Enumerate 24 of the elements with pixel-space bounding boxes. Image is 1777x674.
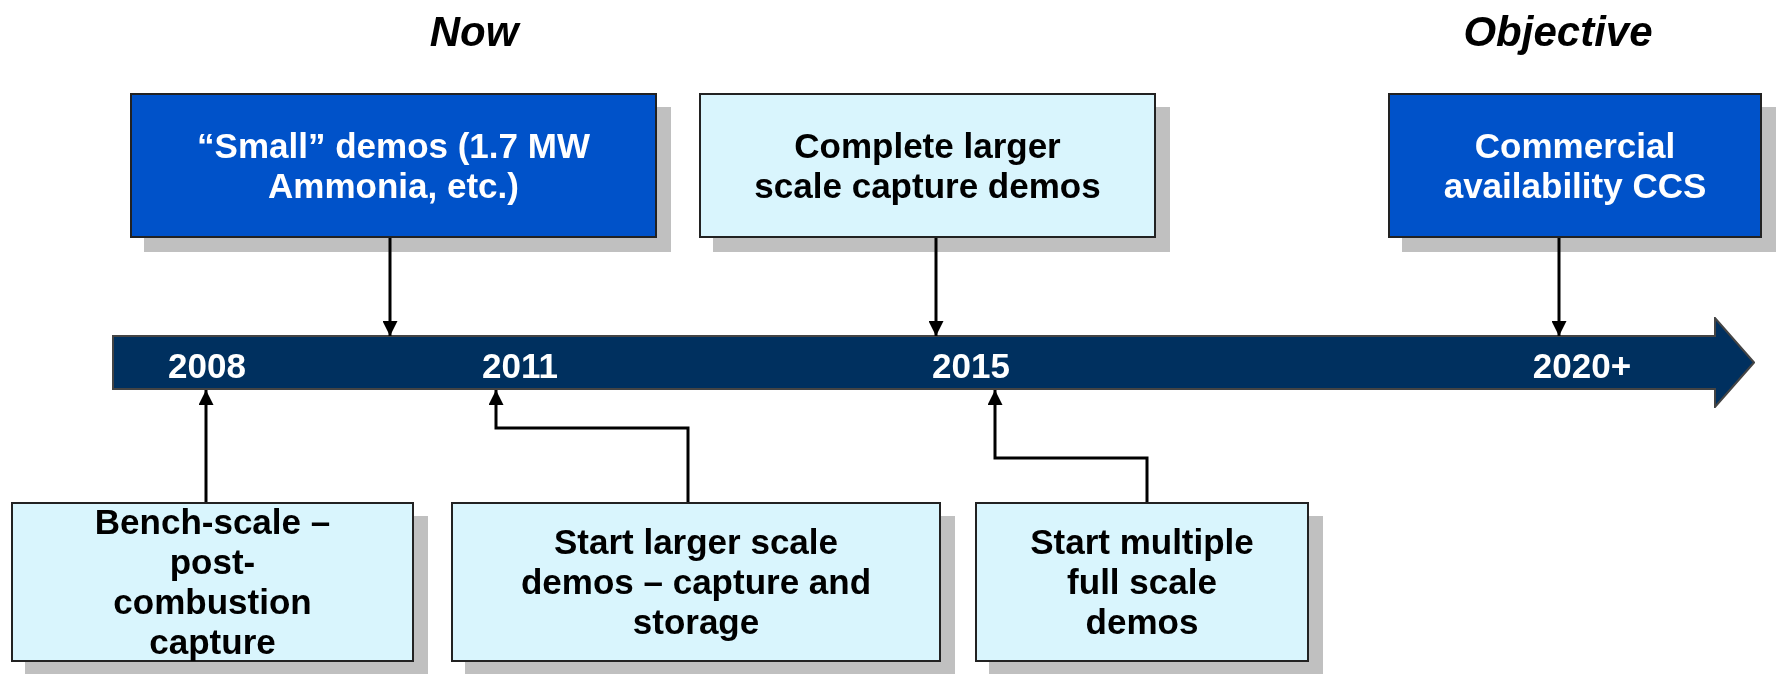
year-label: 2011 (482, 346, 558, 386)
milestone-text: “Small” demos (1.7 MW Ammonia, etc.) (196, 125, 591, 206)
milestone-box (451, 502, 941, 662)
arrow (987, 390, 1149, 502)
year-label: 2020+ (1532, 346, 1632, 386)
milestone-box (1388, 93, 1762, 238)
heading-text: Now (429, 8, 519, 56)
milestone-text: Start multiple full scale demos (1029, 522, 1255, 642)
milestone-text: Complete larger scale capture demos (753, 125, 1102, 206)
year-label: 2008 (168, 346, 246, 386)
milestone-text: Commercial availability CCS (1442, 125, 1708, 206)
arrow (1551, 238, 1567, 336)
arrow (382, 238, 398, 336)
arrow (488, 390, 690, 502)
year-label: 2015 (932, 346, 1010, 386)
heading-text: Objective (1463, 8, 1653, 56)
milestone-box (11, 502, 414, 662)
arrow (198, 390, 214, 502)
arrow (928, 238, 944, 336)
milestone-text: Start larger scale demos – capture and storage (519, 522, 873, 642)
milestone-text: Bench-scale – post- combustion capture (93, 502, 332, 662)
milestone-box (699, 93, 1156, 238)
milestone-box (975, 502, 1309, 662)
milestone-box (130, 93, 657, 238)
